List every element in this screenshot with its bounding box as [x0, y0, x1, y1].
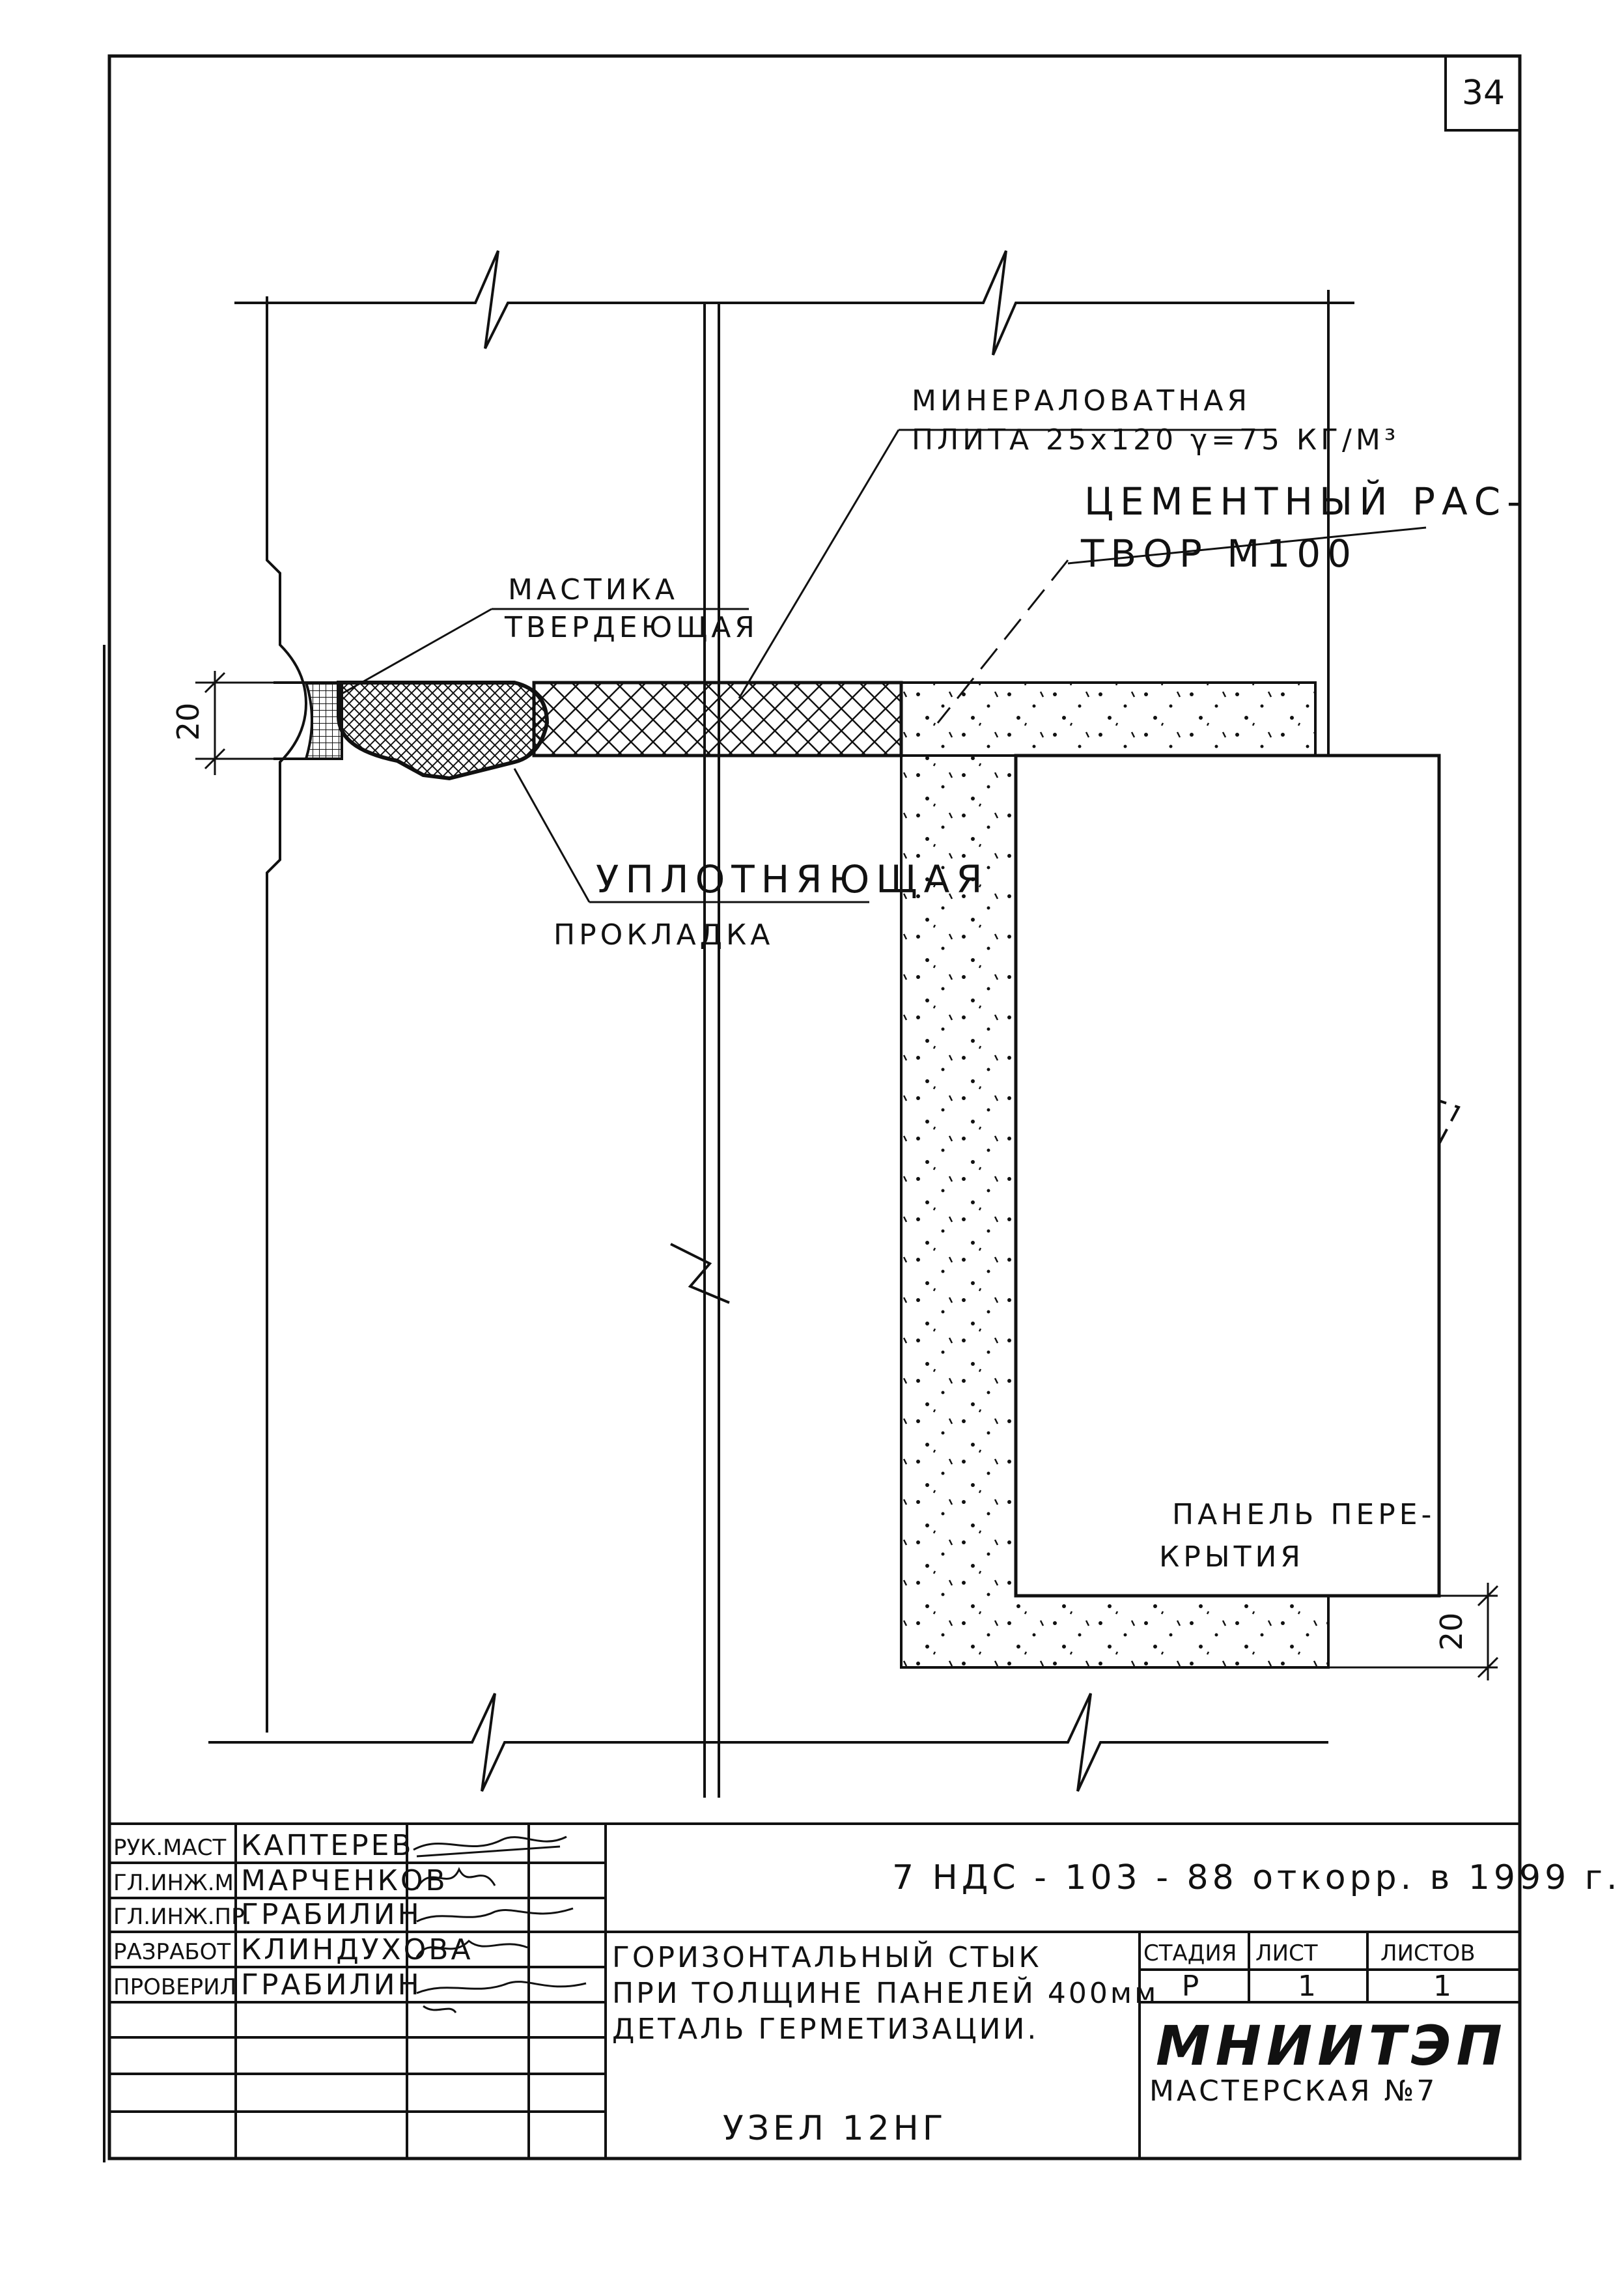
sheets-value: 1 — [1433, 1970, 1454, 2003]
label-mortar-line1: ЦЕМЕНТНЫЙ РАС- — [1084, 479, 1527, 524]
title-block — [108, 1822, 1521, 2160]
name-row-1: КАПТЕРЕВ — [241, 1829, 414, 1862]
dimension-left — [195, 671, 287, 775]
name-row-3: ГРАБИЛИН — [241, 1898, 422, 1931]
mineral-wool-slab — [532, 681, 903, 758]
signatures — [413, 1835, 587, 2014]
label-mortar-line2: ТВОР М100 — [1080, 531, 1358, 576]
name-row-5: ГРАБИЛИН — [241, 1968, 422, 2002]
label-mineral-wool-line2: ПЛИТА 25х120 γ=75 КГ/М³ — [912, 423, 1399, 457]
label-slab-line2: КРЫТИЯ — [1159, 1540, 1304, 1574]
stage-header: СТАДИЯ — [1143, 1940, 1237, 1966]
sealing-gasket — [337, 681, 550, 781]
sheets-header: ЛИСТОВ — [1380, 1940, 1476, 1966]
slab-outline — [1328, 756, 1440, 1597]
name-row-2: МАРЧЕНКОВ — [241, 1864, 448, 1897]
hardening-mastic — [304, 681, 343, 760]
dimension-right — [1328, 1583, 1499, 1680]
role-row-4: РАЗРАБОТ — [113, 1939, 231, 1965]
label-mineral-wool-line1: МИНЕРАЛОВАТНАЯ — [912, 384, 1251, 418]
role-row-5: ПРОВЕРИЛ — [113, 1974, 236, 2000]
sheet-value: 1 — [1298, 1970, 1319, 2003]
panel-center-lines — [703, 303, 720, 1798]
leader-lines — [341, 429, 1427, 903]
name-row-4: КЛИНДУХОВА — [241, 1933, 473, 1966]
dimension-right-value: 20 — [1434, 1613, 1469, 1651]
sheet-number-box: 34 — [1444, 56, 1520, 132]
role-row-1: РУК.МАСТ — [113, 1835, 227, 1861]
workshop-name: МАСТЕРСКАЯ №7 — [1149, 2075, 1437, 2108]
description-line1: ГОРИЗОНТАЛЬНЫЙ СТЫК — [612, 1940, 1042, 1974]
description-line2: ПРИ ТОЛЩИНЕ ПАНЕЛЕЙ 400мм — [612, 1975, 1158, 2010]
node-label: УЗЕЛ 12НГ — [723, 2109, 947, 2148]
dimension-left-value: 20 — [171, 703, 206, 741]
label-slab-line1: ПАНЕЛЬ ПЕРЕ- — [1172, 1498, 1435, 1531]
sheet-number: 34 — [1462, 74, 1505, 113]
approvals-table: РУК.МАСТ ГЛ.ИНЖ.М ГЛ.ИНЖ.ПР. РАЗРАБОТ ПР… — [113, 1829, 473, 2002]
role-row-3: ГЛ.ИНЖ.ПР. — [113, 1904, 251, 1930]
role-row-2: ГЛ.ИНЖ.М — [113, 1870, 234, 1896]
stage-value: Р — [1182, 1970, 1202, 2003]
label-gasket-line1: УПЛОТНЯЮЩАЯ — [596, 857, 989, 901]
organization-name: МНИИТЭП — [1156, 2014, 1507, 2078]
floor-slab-panel — [1014, 754, 1441, 1598]
document-code: 7 НДС - 103 - 88 откорр. в 1999 г. — [892, 1858, 1621, 1897]
description-line3: ДЕТАЛЬ ГЕРМЕТИЗАЦИИ. — [612, 2013, 1039, 2046]
label-mastic-line2: ТВЕРДЕЮЩАЯ — [504, 611, 759, 644]
sheet-header: ЛИСТ — [1255, 1940, 1318, 1966]
label-mastic-line1: МАСТИКА — [508, 573, 679, 606]
label-gasket-line2: ПРОКЛАДКА — [553, 918, 774, 952]
